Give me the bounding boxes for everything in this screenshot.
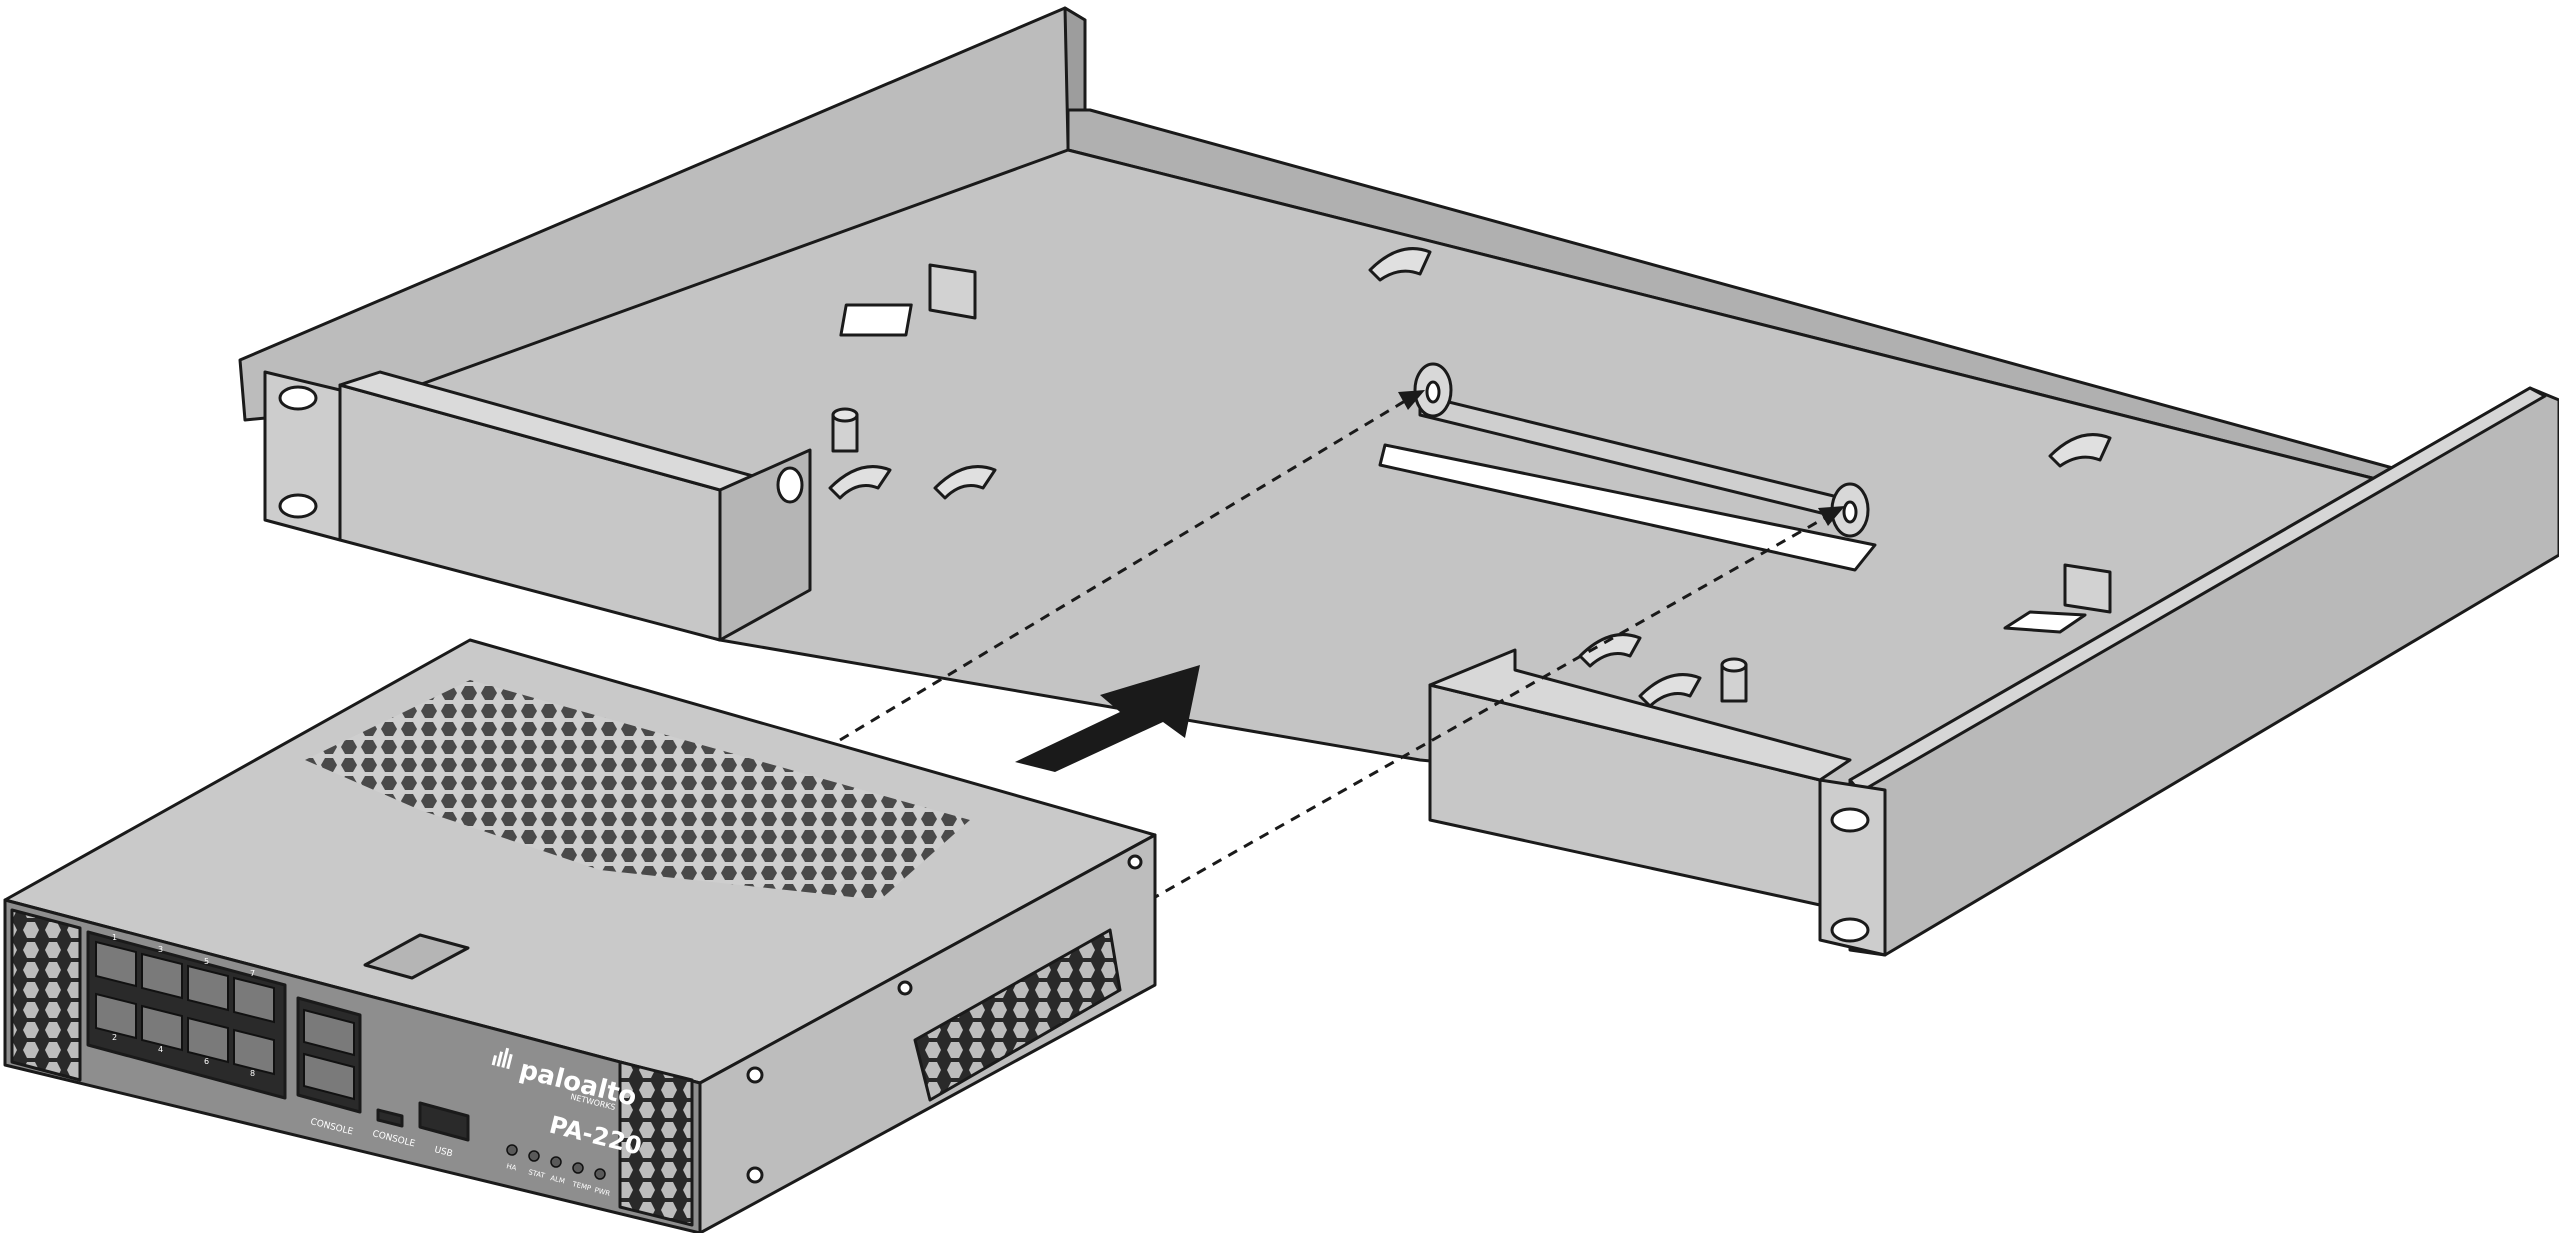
- tray-right-ear-hole-bottom: [1830, 917, 1870, 943]
- guide-arrowhead-left: [1398, 390, 1425, 410]
- ethernet-socket: [187, 964, 229, 1012]
- status-led: [572, 1162, 584, 1174]
- ethernet-port-number: 1: [112, 933, 117, 942]
- tray-slot-small-right: [2003, 610, 2087, 634]
- guide-line-left: [839, 396, 1411, 742]
- ethernet-port-number: 8: [250, 1069, 255, 1078]
- tray-right-ear-hole-top: [1830, 807, 1870, 833]
- console-socket: [303, 1008, 355, 1057]
- guide-line-right: [1149, 513, 1831, 902]
- device-side-vent: [913, 928, 1122, 1102]
- device-top-vents: [305, 680, 970, 900]
- tray-standoff-right-top: [1720, 657, 1748, 673]
- tray-tab-left: [928, 263, 977, 320]
- tray-clip-3: [1368, 247, 1432, 282]
- ethernet-socket: [141, 952, 183, 1000]
- ethernet-port-number: 5: [204, 957, 209, 966]
- status-led: [528, 1150, 540, 1162]
- tray-keyhole-right-center: [1842, 500, 1858, 524]
- insert-direction-arrow-icon: [1015, 665, 1200, 772]
- guide-arrowheads: [1398, 390, 1845, 526]
- tray-clip-2: [933, 465, 997, 500]
- status-led-label: PWR: [594, 1186, 612, 1198]
- usb-label: USB: [433, 1145, 453, 1159]
- ethernet-socket: [187, 1016, 229, 1064]
- device-top-label-plate: [363, 933, 470, 980]
- tray-clip-5: [1578, 633, 1642, 668]
- micro-console-port: [376, 1108, 404, 1128]
- ethernet-port-number: 7: [250, 969, 255, 978]
- ethernet-port-number: 4: [158, 1045, 163, 1054]
- tray-tab-right: [2063, 563, 2112, 614]
- status-led: [550, 1156, 562, 1168]
- tray-clip-1: [828, 465, 892, 500]
- tray-standoff-left-top: [831, 407, 859, 423]
- tray-slot-large: [1378, 443, 1877, 572]
- ethernet-port-number: 3: [158, 945, 163, 954]
- ethernet-port-number: 2: [112, 1033, 117, 1042]
- device-front-vent-right: [618, 1060, 694, 1227]
- status-led-label: HA: [506, 1162, 518, 1172]
- ethernet-socket: [95, 992, 137, 1040]
- ethernet-port-number: 6: [204, 1057, 209, 1066]
- ethernet-ports: 1 3 5 7 2 4 6 8: [95, 933, 355, 1101]
- usb-port: [418, 1101, 470, 1142]
- alignment-guides: [839, 396, 1831, 902]
- ethernet-socket: [233, 976, 275, 1024]
- device-side-screw-1: [746, 1066, 764, 1084]
- ethernet-socket: [233, 1028, 275, 1076]
- tray-left-ear-hole-top: [278, 385, 318, 411]
- tray-clip-4: [2048, 433, 2112, 468]
- device-side-screw-3: [1127, 854, 1143, 870]
- tray-left-bracket-hole: [776, 466, 804, 504]
- status-led-label: ALM: [550, 1174, 566, 1185]
- tray-clip-6: [1638, 673, 1702, 708]
- console-socket: [303, 1052, 355, 1101]
- device-side-screw-4: [897, 980, 913, 996]
- ethernet-socket: [95, 940, 137, 988]
- device-front-vent-left: [10, 908, 82, 1082]
- tray-keyhole-left-center: [1425, 380, 1441, 404]
- tray-slot-small-left: [839, 303, 913, 337]
- status-led: [594, 1168, 606, 1180]
- ethernet-socket: [141, 1004, 183, 1052]
- tray-right-bracket-top: [1428, 648, 1852, 782]
- device-side-screw-2: [746, 1166, 764, 1184]
- guide-arrowhead-right: [1818, 506, 1845, 526]
- status-led: [506, 1144, 518, 1156]
- tray-left-ear-hole-bottom: [278, 493, 318, 519]
- paloalto-logo-icon: [491, 1047, 513, 1070]
- status-led-label: STAT: [528, 1168, 547, 1180]
- rack-mount-tray: [238, 6, 2559, 957]
